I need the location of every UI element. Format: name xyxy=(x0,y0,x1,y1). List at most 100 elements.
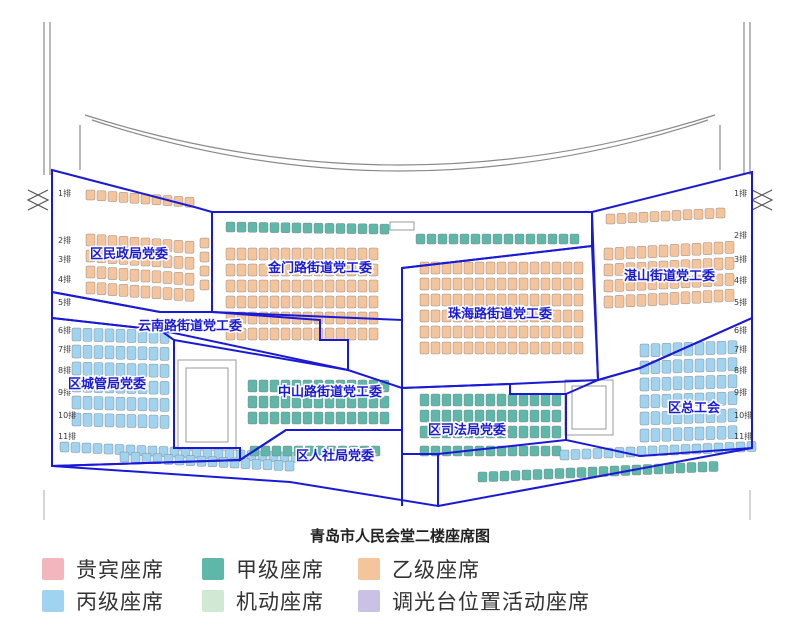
seat xyxy=(247,379,258,393)
seat xyxy=(368,379,379,393)
seat xyxy=(672,359,683,373)
seat xyxy=(148,380,159,395)
seat xyxy=(551,445,562,457)
seat xyxy=(291,411,302,425)
seat xyxy=(587,466,598,478)
seat xyxy=(452,309,463,323)
seat xyxy=(262,459,273,470)
seat xyxy=(592,448,603,459)
seat xyxy=(485,277,496,291)
seat xyxy=(258,295,269,309)
seat xyxy=(82,413,93,427)
seat xyxy=(727,340,738,354)
seat xyxy=(507,341,518,355)
seat xyxy=(280,295,291,309)
seat xyxy=(71,378,82,393)
seat xyxy=(636,262,647,275)
seat xyxy=(576,467,587,478)
seat xyxy=(247,327,258,341)
seat xyxy=(324,247,335,261)
legend-swatch-mobile xyxy=(202,590,224,612)
seat xyxy=(474,325,485,339)
seat xyxy=(686,462,697,473)
seat xyxy=(269,411,280,425)
seat xyxy=(104,345,115,360)
seat xyxy=(346,263,357,277)
seat xyxy=(96,190,107,202)
seat xyxy=(540,293,551,307)
seat xyxy=(137,380,148,394)
seat xyxy=(672,393,683,407)
seat xyxy=(463,325,474,339)
seat xyxy=(529,261,540,275)
seat xyxy=(562,341,573,355)
seat xyxy=(547,233,558,245)
seat xyxy=(496,277,507,291)
seat xyxy=(551,409,562,423)
seat xyxy=(368,223,379,235)
seat xyxy=(540,325,551,339)
seat xyxy=(507,425,518,439)
seat xyxy=(672,410,683,424)
seat xyxy=(162,255,173,268)
seat xyxy=(357,411,368,425)
seat xyxy=(658,260,669,274)
row-label-left: 6排 xyxy=(58,325,71,335)
seat xyxy=(452,261,463,275)
seat xyxy=(562,261,573,275)
seat xyxy=(565,467,576,479)
seat xyxy=(496,341,507,355)
seat xyxy=(430,325,441,339)
seat xyxy=(694,409,705,424)
seat xyxy=(159,364,170,378)
seats-layer xyxy=(59,189,757,483)
seat xyxy=(236,221,247,233)
seat xyxy=(335,223,346,234)
seat xyxy=(543,468,554,480)
seat xyxy=(529,277,540,291)
seat xyxy=(291,395,302,409)
seat xyxy=(573,277,584,291)
seat xyxy=(107,191,118,202)
seat xyxy=(173,256,184,269)
seat xyxy=(540,309,551,323)
seat xyxy=(683,376,694,390)
seat xyxy=(441,325,452,339)
zone-label-zhuhai: 珠海路街道党工委 xyxy=(448,306,552,322)
seat xyxy=(419,409,430,423)
seat xyxy=(247,263,258,277)
seat xyxy=(518,293,529,307)
seat xyxy=(562,325,573,339)
seat xyxy=(639,343,650,358)
seat xyxy=(313,411,324,425)
seat xyxy=(162,239,173,252)
seat xyxy=(247,411,258,425)
seat xyxy=(638,211,649,223)
seat xyxy=(573,309,584,323)
side-door-right xyxy=(750,189,774,211)
row-label-left: 5排 xyxy=(58,297,71,307)
row-label-right: 2排 xyxy=(734,230,747,240)
seat xyxy=(518,277,529,291)
seat xyxy=(669,292,680,305)
seat xyxy=(348,445,359,457)
seat xyxy=(558,233,569,245)
seat xyxy=(302,379,313,393)
seat xyxy=(441,309,452,323)
seat xyxy=(258,327,269,341)
seat xyxy=(441,409,452,423)
seat xyxy=(702,242,713,255)
side-door-left xyxy=(26,189,50,211)
seat xyxy=(107,267,118,280)
seat xyxy=(441,425,452,439)
seat xyxy=(346,279,357,293)
seat xyxy=(518,309,529,323)
seat xyxy=(269,263,280,277)
seat xyxy=(724,257,735,270)
seat xyxy=(452,341,463,355)
seat xyxy=(485,309,496,323)
seat xyxy=(507,393,518,407)
seat xyxy=(129,285,140,298)
seat xyxy=(115,363,126,377)
seat xyxy=(647,261,658,274)
